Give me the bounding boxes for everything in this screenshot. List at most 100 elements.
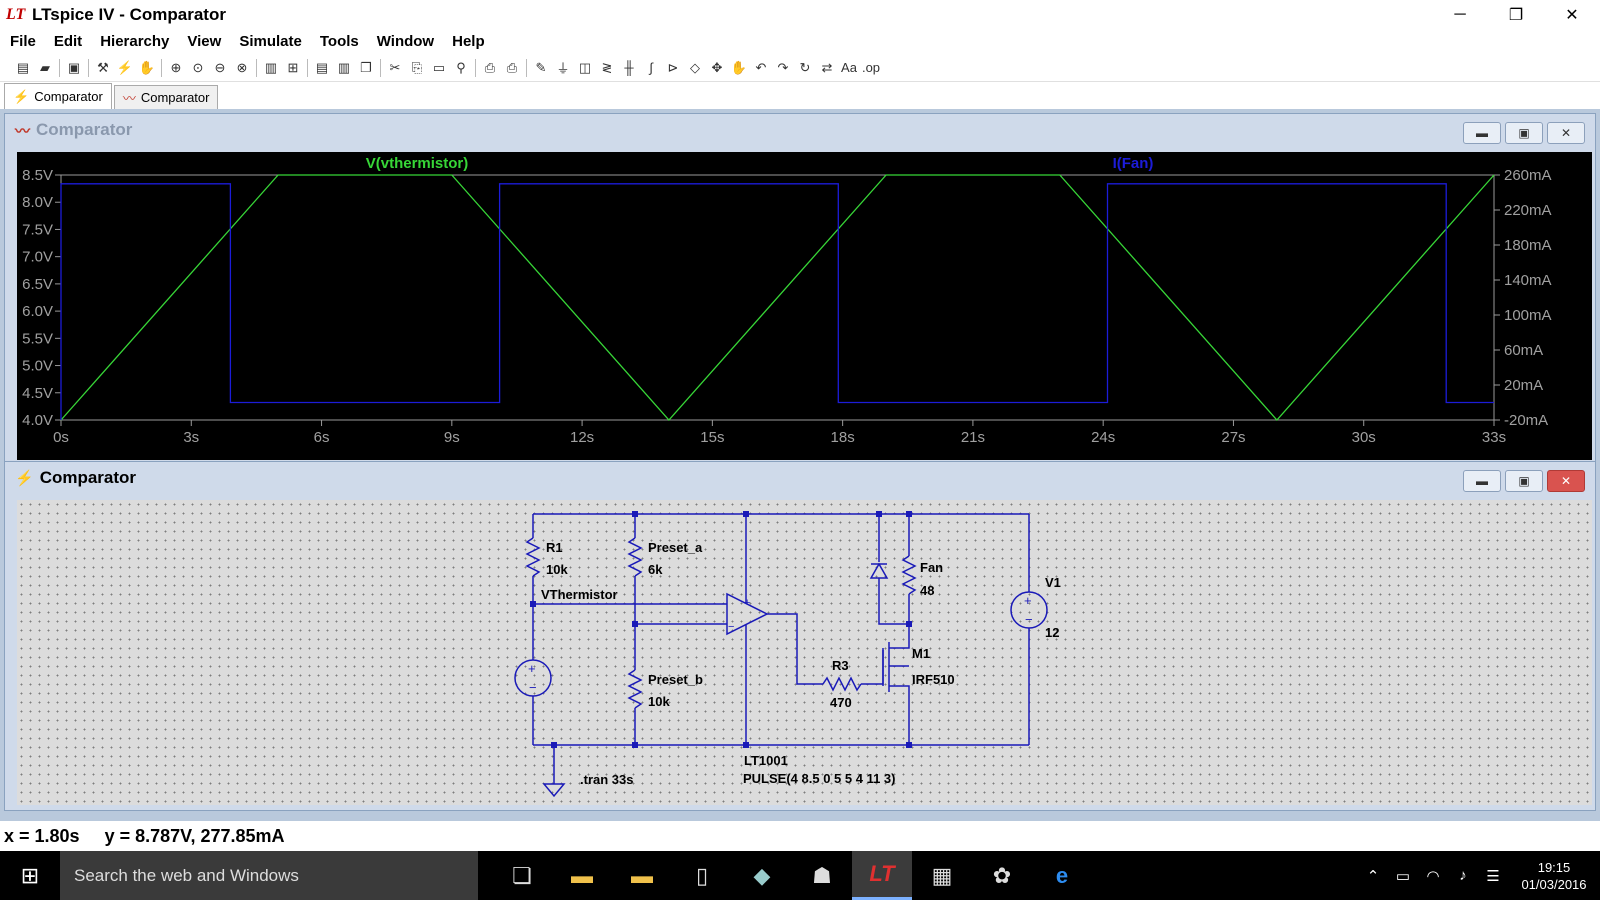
cat-app-icon[interactable]: ☗ xyxy=(812,862,832,888)
preset-b-name[interactable]: Preset_b xyxy=(648,672,703,687)
copy-icon[interactable]: ⎘ xyxy=(411,59,423,75)
r3-value[interactable]: 470 xyxy=(830,695,852,710)
close-button[interactable]: ✕ xyxy=(1565,7,1579,24)
halt-icon[interactable]: ✋ xyxy=(138,59,156,75)
menu-simulate[interactable]: Simulate xyxy=(239,32,302,50)
spice-directive-icon[interactable]: .op xyxy=(861,60,881,75)
file-explorer-icon[interactable]: ▬ xyxy=(631,862,653,888)
r1-name[interactable]: R1 xyxy=(546,540,563,555)
tile-horizontal-icon[interactable]: ▤ xyxy=(315,59,329,75)
volume-icon[interactable]: ♪ xyxy=(1459,867,1467,884)
paint-icon[interactable]: ✿ xyxy=(992,862,1012,888)
preset-a-value[interactable]: 6k xyxy=(648,562,663,577)
opamp-model-label[interactable]: LT1001 xyxy=(744,753,788,768)
notifications-icon[interactable]: ☰ xyxy=(1486,867,1500,885)
ltspice-icon[interactable]: LT xyxy=(852,851,912,900)
save-icon[interactable]: ▣ xyxy=(67,59,81,75)
notepad-icon[interactable]: ▯ xyxy=(695,862,709,888)
resistor-icon[interactable]: ≷ xyxy=(601,59,613,75)
mirror-icon[interactable]: ⇄ xyxy=(821,59,833,75)
v1-name[interactable]: V1 xyxy=(1045,575,1061,590)
label-icon[interactable]: ◫ xyxy=(578,59,592,75)
zoom-pan-icon[interactable]: ⊙ xyxy=(192,59,204,75)
x-tick-label: 15s xyxy=(700,429,724,446)
menu-file[interactable]: File xyxy=(10,32,36,50)
print-preview-icon[interactable]: ⎙ xyxy=(506,59,518,75)
r3-name[interactable]: R3 xyxy=(832,658,849,673)
diode-icon[interactable]: ⊳ xyxy=(667,59,679,75)
waveform-close-button[interactable]: ✕ xyxy=(1547,122,1585,144)
schematic-minimize-button[interactable]: ▬ xyxy=(1463,470,1501,492)
menu-window[interactable]: Window xyxy=(376,32,435,50)
print-icon[interactable]: ⎙ xyxy=(484,59,496,75)
task-view-icon[interactable]: ❏ xyxy=(512,862,532,888)
schematic-close-button[interactable]: ✕ xyxy=(1547,470,1585,492)
zoom-out-icon[interactable]: ⊖ xyxy=(214,59,226,75)
toolbar-separator xyxy=(161,58,162,77)
preset-a-name[interactable]: Preset_a xyxy=(648,540,703,555)
edge-icon[interactable]: e xyxy=(1055,862,1069,888)
minimize-button[interactable]: ─ xyxy=(1454,6,1466,23)
schematic-canvas[interactable]: + − + − + − R1 10k xyxy=(17,500,1592,805)
file-explorer-icon[interactable]: ▬ xyxy=(571,862,593,888)
waveform-maximize-button[interactable]: ▣ xyxy=(1505,122,1543,144)
waveform-minimize-button[interactable]: ▬ xyxy=(1463,122,1501,144)
rotate-icon[interactable]: ↻ xyxy=(799,59,811,75)
run-icon[interactable]: ⚡ xyxy=(116,59,134,75)
preset-b-value[interactable]: 10k xyxy=(648,694,670,709)
grid-icon[interactable]: ⊞ xyxy=(287,59,299,75)
system-tray: ⌃ ▭ ◠ ♪ ☰ 19:15 01/03/2016 xyxy=(1358,851,1600,900)
pulse-source-label[interactable]: PULSE(4 8.5 0 5 5 4 11 3) xyxy=(743,771,895,786)
restore-button[interactable]: ❐ xyxy=(1508,7,1524,24)
fan-value[interactable]: 48 xyxy=(920,583,934,598)
wifi-icon[interactable]: ◠ xyxy=(1426,867,1440,885)
chevron-up-icon[interactable]: ⌃ xyxy=(1366,867,1380,885)
text-icon[interactable]: Aa xyxy=(841,60,857,75)
open-icon[interactable]: ▰ xyxy=(40,59,50,75)
zoom-fit-icon[interactable]: ⊗ xyxy=(236,59,248,75)
control-panel-icon[interactable]: ⚒ xyxy=(97,59,109,75)
m1-name[interactable]: M1 xyxy=(912,646,930,661)
schematic-maximize-button[interactable]: ▣ xyxy=(1505,470,1543,492)
menu-tools[interactable]: Tools xyxy=(319,32,359,50)
autorange-icon[interactable]: ▥ xyxy=(264,59,278,75)
menu-view[interactable]: View xyxy=(187,32,222,50)
taskbar-search-box[interactable]: Search the web and Windows xyxy=(60,851,478,900)
v1-value[interactable]: 12 xyxy=(1045,625,1059,640)
new-schematic-icon[interactable]: ▤ xyxy=(16,59,30,75)
tran-directive[interactable]: .tran 33s xyxy=(580,772,633,787)
app-icon[interactable]: ◆ xyxy=(753,862,771,888)
menu-edit[interactable]: Edit xyxy=(53,32,83,50)
menu-hierarchy[interactable]: Hierarchy xyxy=(100,32,170,50)
taskbar-clock[interactable]: 19:15 01/03/2016 xyxy=(1508,859,1600,893)
m1-value[interactable]: IRF510 xyxy=(912,672,955,687)
cut-icon[interactable]: ✂ xyxy=(389,59,401,75)
inductor-icon[interactable]: ∫ xyxy=(649,60,653,75)
undo-icon[interactable]: ↶ xyxy=(755,59,767,75)
fan-name[interactable]: Fan xyxy=(920,560,943,575)
cascade-icon[interactable]: ❐ xyxy=(360,59,372,75)
r1-value[interactable]: 10k xyxy=(546,562,568,577)
opamp-minus: − xyxy=(728,621,734,633)
calculator-icon[interactable]: ▦ xyxy=(931,862,953,888)
windows-start-icon[interactable]: ⊞ xyxy=(20,862,40,888)
tab-schematic[interactable]: ⚡ Comparator xyxy=(4,83,112,109)
zoom-in-icon[interactable]: ⊕ xyxy=(170,59,182,75)
move-icon[interactable]: ✥ xyxy=(711,59,723,75)
capacitor-icon[interactable]: ╫ xyxy=(624,60,634,75)
ground-icon[interactable]: ⏚ xyxy=(556,61,570,76)
wire-icon[interactable]: ✎ xyxy=(535,59,547,75)
battery-icon[interactable]: ▭ xyxy=(1395,867,1411,885)
tile-vertical-icon[interactable]: ▥ xyxy=(337,59,351,75)
find-icon[interactable]: ⚲ xyxy=(456,59,466,75)
paste-icon[interactable]: ▭ xyxy=(432,59,446,75)
tab-waveform[interactable]: 〰 Comparator xyxy=(113,85,219,109)
vthermistor-net-label[interactable]: VThermistor xyxy=(541,587,618,602)
redo-icon[interactable]: ↷ xyxy=(777,59,789,75)
component-icon[interactable]: ◇ xyxy=(690,59,700,75)
drag-icon[interactable]: ✋ xyxy=(730,59,748,75)
menu-help[interactable]: Help xyxy=(452,32,485,50)
circuit-diagram[interactable]: + − + − + − R1 10k xyxy=(17,500,1592,805)
